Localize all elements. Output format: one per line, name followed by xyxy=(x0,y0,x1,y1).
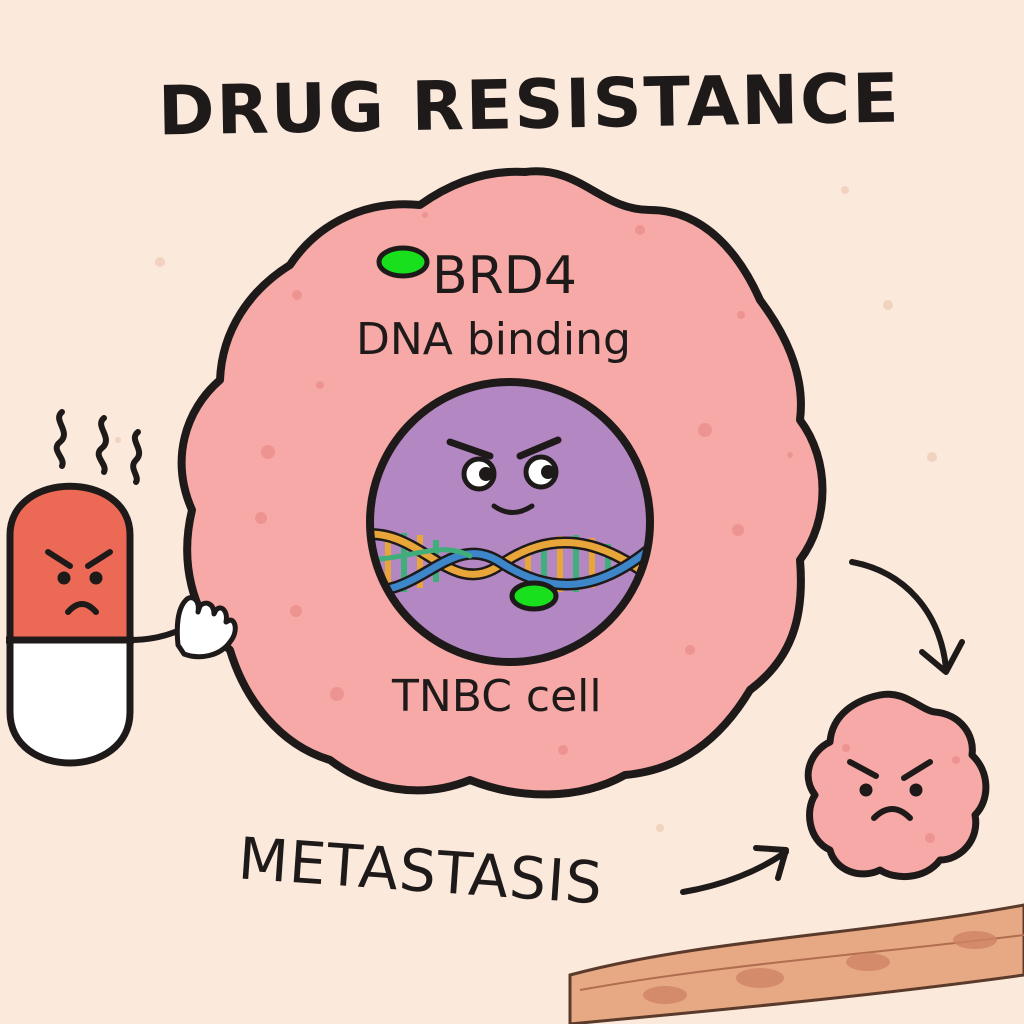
dna-helix xyxy=(373,528,647,597)
brd4-marker xyxy=(376,245,430,279)
metastatic-cell xyxy=(804,690,990,881)
brd4-label: BRD4 xyxy=(432,246,577,306)
cytoplasm-dots xyxy=(255,212,793,755)
nucleus-outline xyxy=(366,378,654,666)
arrow-icon-2 xyxy=(680,849,789,895)
arrow-icon xyxy=(849,559,949,671)
brd4-bound-marker xyxy=(509,580,559,612)
diagram-title: DRUG RESISTANCE xyxy=(157,59,902,152)
dna-binding-label: DNA binding xyxy=(356,314,631,365)
arrow-head-icon xyxy=(919,639,965,675)
arrow-head-icon-2 xyxy=(753,845,789,881)
nucleus xyxy=(370,382,650,662)
blood-vessel xyxy=(568,903,1024,1024)
pill-character xyxy=(6,409,238,767)
nucleus-face xyxy=(446,436,562,515)
tnbc-cell-label: TNBC cell xyxy=(392,671,602,722)
